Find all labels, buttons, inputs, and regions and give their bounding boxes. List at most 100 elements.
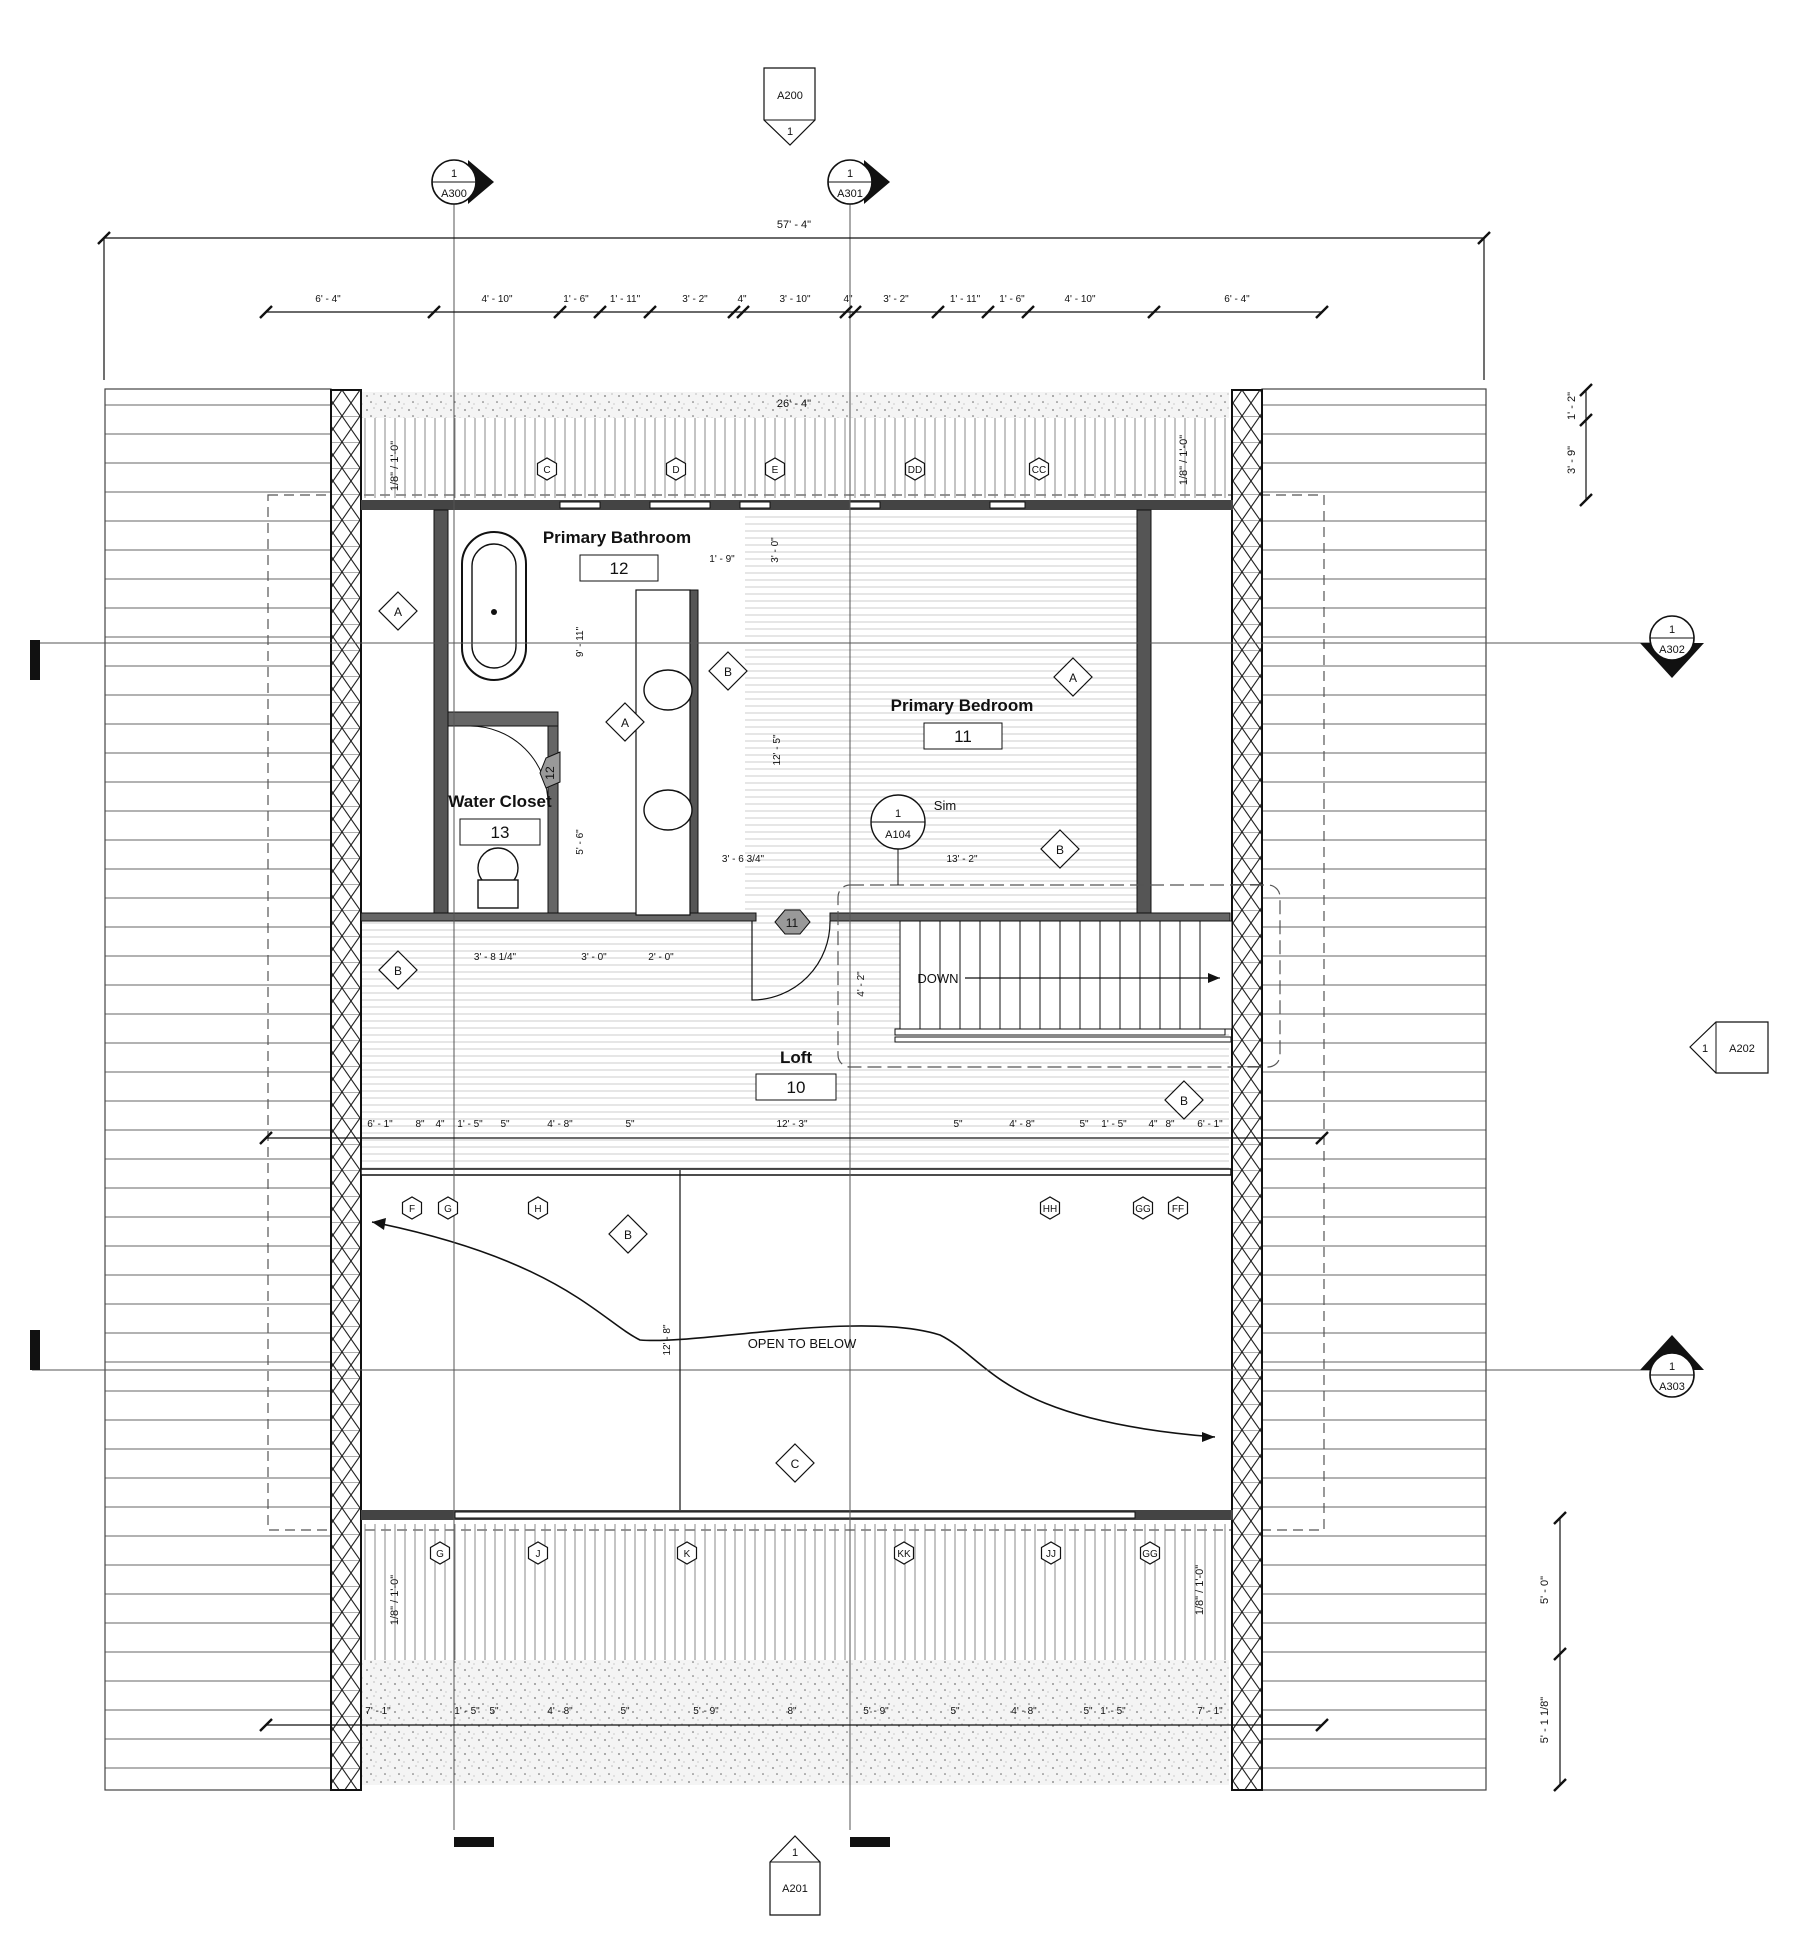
top-dim-label: 3' - 2" (682, 294, 708, 305)
dim-right-top: 1' - 2" (1566, 392, 1578, 420)
bottom-dim-label: 7' - 1" (365, 1706, 391, 1717)
top-dim-label: 1' - 11" (610, 294, 641, 305)
sink-2 (643, 789, 693, 831)
vanity (635, 589, 691, 916)
window-tag: GG (1139, 1541, 1161, 1565)
elevation-ref-bottom: 1 A201 (769, 1835, 821, 1916)
bottom-dim-label: 5" (489, 1706, 499, 1717)
top-dim-label: 4' - 10" (1064, 294, 1095, 305)
bathtub-inner (471, 543, 517, 669)
room-number-box-loft (755, 1073, 837, 1101)
wall-type-tag: A (605, 702, 645, 742)
wall-type-tag: C (775, 1443, 815, 1483)
svg-text:GG: GG (1135, 1204, 1151, 1215)
wall-type-tag: B (1164, 1080, 1204, 1120)
room-number-box-bath (579, 554, 659, 582)
svg-text:CC: CC (1032, 465, 1046, 476)
svg-text:B: B (1056, 843, 1064, 857)
mid-dim-label: 6' - 1" (367, 1119, 393, 1130)
room-number-wc: 13 (491, 823, 510, 842)
section-ref-a300: 1 A300 (431, 159, 494, 205)
window-tag: KK (893, 1541, 915, 1565)
svg-text:B: B (1180, 1094, 1188, 1108)
window-tag: FF (1167, 1196, 1189, 1220)
wall-east (1231, 389, 1263, 1791)
mid-dim-label: 5" (625, 1119, 635, 1130)
wall-type-tag: B (608, 1214, 648, 1254)
window-tag: H (527, 1196, 549, 1220)
roof-left (104, 388, 332, 1791)
section-ref-a303: 1 A303 (1640, 1335, 1704, 1398)
window-tag: DD (904, 457, 926, 481)
svg-text:A201: A201 (782, 1883, 808, 1895)
mid-dim-label: 1' - 5" (457, 1119, 483, 1130)
wall-west (330, 389, 362, 1791)
top-dim-label: 6' - 4" (315, 294, 341, 305)
svg-text:A300: A300 (441, 188, 467, 200)
top-dim-label: 1' - 6" (999, 294, 1025, 305)
stair-outline (837, 884, 1281, 1068)
top-deck-edge (361, 392, 1229, 418)
room-number-bed: 11 (954, 727, 972, 746)
room-name-wc: Water Closet (448, 792, 552, 811)
door-tag-loft: 11 (774, 909, 811, 935)
svg-text:B: B (394, 964, 402, 978)
bottom-deck (361, 1524, 1229, 1660)
top-dimension-chain: 6' - 4" 4' - 10" 1' - 6" 1' - 11" 3' - 2" 4" 3… (315, 294, 1250, 305)
mid-dim-label: 4' - 8" (1009, 1119, 1035, 1130)
bottom-dim-label: 1' - 5" (1100, 1706, 1126, 1717)
section-mark-left-bot (30, 1330, 40, 1370)
svg-text:GG: GG (1142, 1549, 1158, 1560)
svg-text:B: B (724, 665, 732, 679)
dim-loft-3: 2' - 0" (648, 952, 674, 963)
door-tag-wc: 12 (539, 751, 561, 789)
elevation-ref-right: 1 A202 (1689, 1021, 1769, 1074)
svg-text:G: G (436, 1549, 444, 1560)
stair-down-label: DOWN (917, 971, 958, 986)
svg-text:A: A (1069, 671, 1077, 685)
dim-bath-3: 9' - 11" (575, 626, 586, 657)
mid-dimension-chain: 6' - 1"8"4"1' - 5"5"4' - 8"5"12' - 3"5"4… (367, 1119, 1223, 1130)
svg-text:1: 1 (1669, 1361, 1675, 1373)
svg-text:G: G (444, 1204, 452, 1215)
wall-type-tag: A (1053, 657, 1093, 697)
svg-text:E: E (772, 465, 779, 476)
top-dim-label: 4" (843, 294, 853, 305)
mid-dim-label: 6' - 1" (1197, 1119, 1223, 1130)
dim-open-height: 12' - 8" (662, 1324, 673, 1355)
dim-bath-2: 3' - 0" (770, 537, 781, 563)
bottom-dim-label: 8" (787, 1706, 797, 1717)
window-tag: JJ (1040, 1541, 1062, 1565)
section-mark-bot-a300 (454, 1837, 494, 1847)
stair-treads (894, 920, 1233, 1043)
svg-text:H: H (534, 1204, 541, 1215)
wall-type-tag: B (378, 950, 418, 990)
top-dim-label: 1' - 11" (950, 294, 981, 305)
wall-type-tag: B (708, 651, 748, 691)
wall-loft-north-2 (829, 912, 1231, 922)
wall-north (361, 500, 1233, 510)
svg-text:JJ: JJ (1046, 1549, 1056, 1560)
wall-bed-east (1136, 509, 1152, 916)
detail-ref-a104: 1 A104 (870, 794, 926, 885)
bottom-dim-label: 5' - 9" (863, 1706, 889, 1717)
wall-type-tag: B (1040, 829, 1080, 869)
top-dim-label: 3' - 2" (883, 294, 909, 305)
elevation-ref-top: A200 1 (763, 67, 816, 146)
sim-label: Sim (934, 798, 956, 813)
dim-bed-width: 13' - 2" (946, 854, 977, 865)
loft-door-swing (751, 920, 831, 1001)
svg-text:A202: A202 (1729, 1043, 1755, 1055)
roof-right (1261, 388, 1487, 1791)
svg-text:B: B (624, 1228, 632, 1242)
svg-text:HH: HH (1043, 1204, 1057, 1215)
dim-bath-5: 5' - 6" (575, 829, 586, 855)
svg-text:1: 1 (1702, 1043, 1708, 1055)
bottom-dim-label: 7' - 1" (1197, 1706, 1223, 1717)
wall-bath-west (433, 509, 449, 916)
mid-dim-label: 12' - 3" (776, 1119, 807, 1130)
mid-dim-label: 1' - 5" (1101, 1119, 1127, 1130)
bottom-dimension-chain: 7' - 1"1' - 5"5"4' - 8"5"5' - 9"8"5' - 9… (365, 1706, 1223, 1717)
bottom-dim-label: 5" (620, 1706, 630, 1717)
